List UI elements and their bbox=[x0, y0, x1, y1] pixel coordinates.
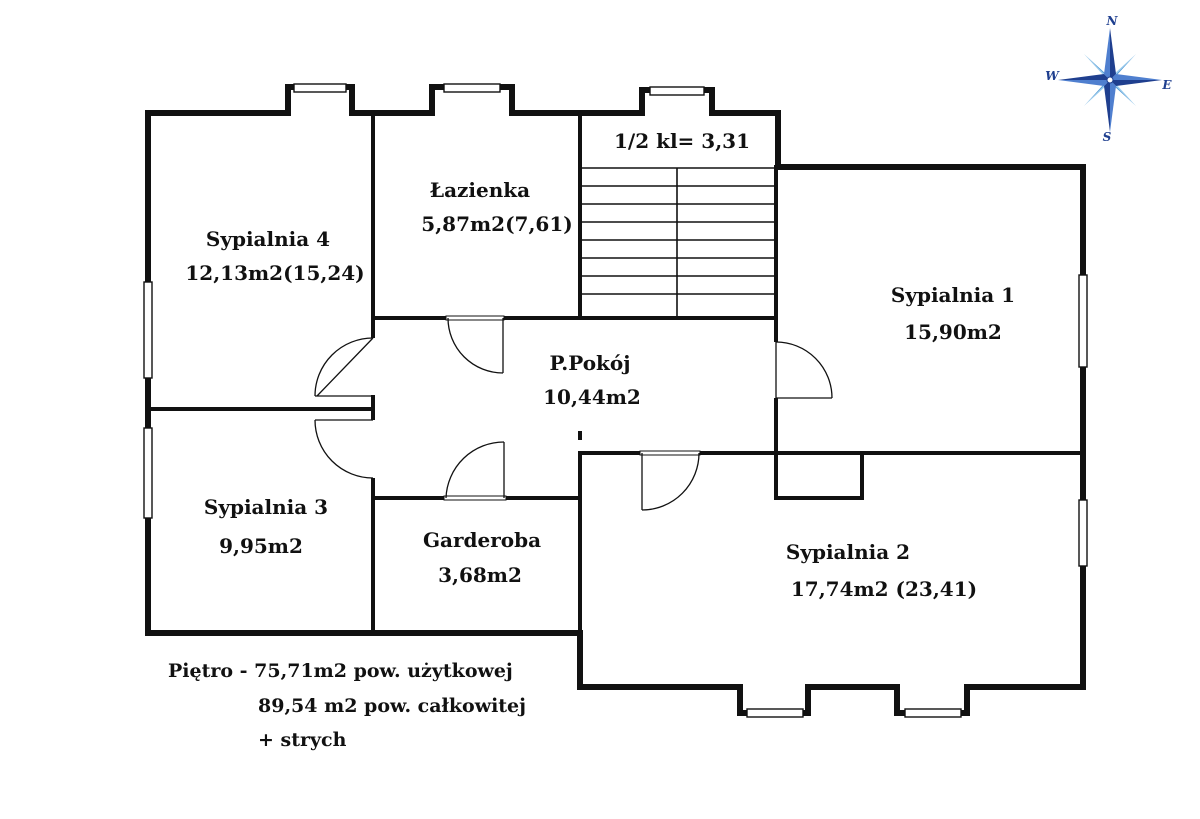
bedroom1-area: 15,90m2 bbox=[904, 320, 1002, 344]
summary-line2: 89,54 m2 pow. całkowitej bbox=[258, 695, 526, 717]
door-bedroom3 bbox=[314, 419, 374, 479]
windows bbox=[143, 83, 1088, 718]
summary-line3: + strych bbox=[258, 729, 347, 751]
compass-east: E bbox=[1161, 78, 1172, 92]
bedroom2-area: 17,74m2 (23,41) bbox=[791, 577, 977, 601]
window-bathroom bbox=[443, 83, 501, 93]
compass-west: W bbox=[1045, 69, 1060, 83]
summary-line1: Piętro - 75,71m2 pow. użytkowej bbox=[168, 660, 513, 682]
window-bedroom4-top bbox=[293, 83, 347, 93]
door-bathroom bbox=[445, 315, 505, 374]
bathroom-name: Łazienka bbox=[430, 178, 530, 202]
window-bedroom2-bottom-left bbox=[746, 708, 804, 718]
hall-name: P.Pokój bbox=[550, 351, 631, 375]
bedroom3-name: Sypialnia 3 bbox=[204, 495, 328, 519]
bedroom4-name: Sypialnia 4 bbox=[206, 227, 330, 251]
bedroom2-name: Sypialnia 2 bbox=[786, 540, 910, 564]
wardrobe-name: Garderoba bbox=[423, 528, 541, 552]
stairs-label: 1/2 kl= 3,31 bbox=[614, 129, 750, 153]
bedroom3-area: 9,95m2 bbox=[219, 534, 303, 558]
bedroom1-name: Sypialnia 1 bbox=[891, 283, 1015, 307]
room-labels: Sypialnia 4 12,13m2(15,24) Łazienka 5,87… bbox=[185, 129, 1015, 601]
bedroom4-area: 12,13m2(15,24) bbox=[185, 261, 364, 285]
window-bedroom2-bottom-right bbox=[904, 708, 962, 718]
bathroom-area: 5,87m2(7,61) bbox=[421, 212, 572, 236]
hall-area: 10,44m2 bbox=[543, 385, 641, 409]
compass-north: N bbox=[1106, 14, 1119, 28]
window-bedroom3-left bbox=[143, 427, 153, 519]
door-wardrobe bbox=[443, 441, 507, 501]
window-bedroom1 bbox=[1078, 274, 1088, 368]
compass-rose-icon: N E S W bbox=[1045, 14, 1172, 144]
door-bedroom4 bbox=[314, 337, 374, 397]
window-bedroom2-right bbox=[1078, 499, 1088, 567]
compass-south: S bbox=[1103, 130, 1112, 144]
door-bedroom2 bbox=[639, 450, 701, 511]
window-bedroom4-left bbox=[143, 281, 153, 379]
area-summary: Piętro - 75,71m2 pow. użytkowej 89,54 m2… bbox=[168, 660, 526, 751]
staircase bbox=[582, 167, 774, 316]
door-bedroom1 bbox=[775, 341, 833, 399]
interior-walls bbox=[146, 111, 1085, 635]
wardrobe-area: 3,68m2 bbox=[438, 563, 522, 587]
outer-walls bbox=[145, 84, 1086, 716]
window-stairs bbox=[649, 86, 705, 96]
doors bbox=[314, 315, 833, 511]
